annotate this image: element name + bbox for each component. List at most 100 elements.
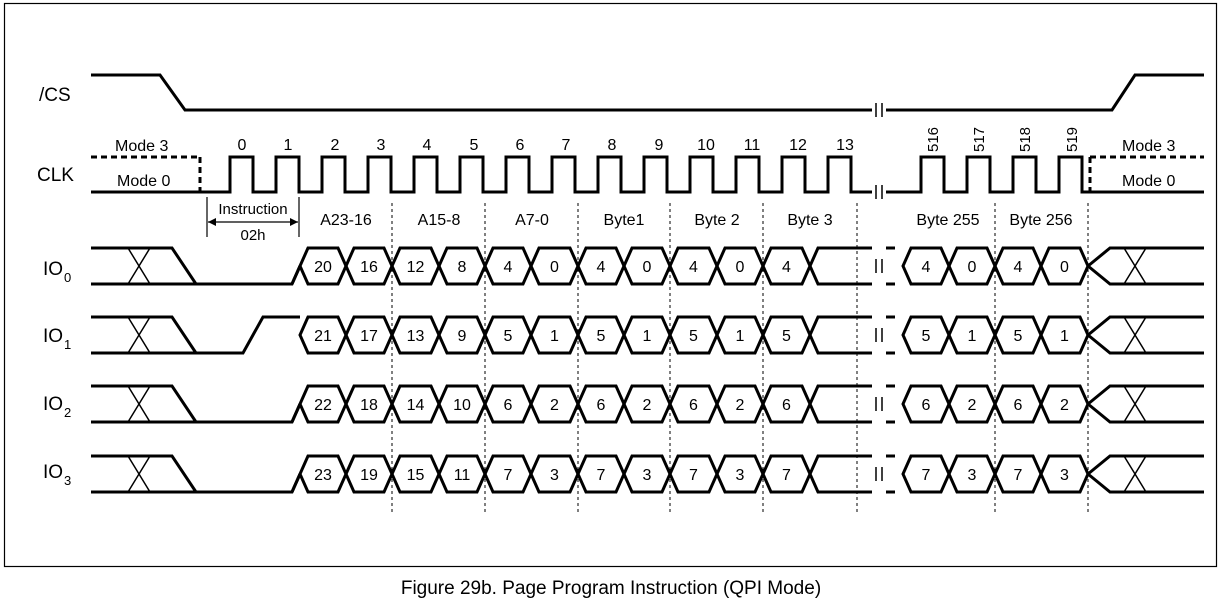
field-label: Byte 255 xyxy=(916,212,979,229)
bus-value: 4 xyxy=(782,259,791,276)
mode3-right: Mode 3 xyxy=(1122,138,1175,155)
bus-value: 7 xyxy=(689,467,698,484)
clock-number-517: 517 xyxy=(971,127,988,152)
bus-value: 6 xyxy=(689,397,698,414)
bus-value: 22 xyxy=(314,397,332,414)
bus-value: 9 xyxy=(458,328,467,345)
bus-value: 7 xyxy=(922,467,931,484)
bus-value: 4 xyxy=(504,259,513,276)
bus-value: 7 xyxy=(782,467,791,484)
field-label: Byte 2 xyxy=(694,212,739,229)
bus-value: 23 xyxy=(314,467,332,484)
svg-text:IO: IO xyxy=(43,259,63,280)
clock-number-9: 9 xyxy=(655,137,664,154)
bus-value: 6 xyxy=(782,397,791,414)
bus-value: 0 xyxy=(643,259,652,276)
bus-value: 2 xyxy=(968,397,977,414)
svg-text:1: 1 xyxy=(64,337,71,352)
bus-value: 4 xyxy=(597,259,606,276)
bus-value: 3 xyxy=(736,467,745,484)
clock-number-13: 13 xyxy=(836,137,854,154)
clock-number-1: 1 xyxy=(284,137,293,154)
io2-label: IO 2 xyxy=(43,394,71,420)
mode0-left: Mode 0 xyxy=(117,173,170,190)
field-label: A23-16 xyxy=(320,212,372,229)
clock-number-3: 3 xyxy=(377,137,386,154)
svg-text:0: 0 xyxy=(64,270,71,285)
bus-value: 5 xyxy=(922,328,931,345)
bus-value: 0 xyxy=(550,259,559,276)
bus-value: 5 xyxy=(504,328,513,345)
cs-waveform xyxy=(91,73,1204,112)
mode0-right: Mode 0 xyxy=(1122,173,1175,190)
bus-value: 1 xyxy=(736,328,745,345)
clock-number-8: 8 xyxy=(608,137,617,154)
bus-value: 8 xyxy=(458,259,467,276)
clock-number-516: 516 xyxy=(925,127,942,152)
svg-text:2: 2 xyxy=(64,405,71,420)
bus-value: 5 xyxy=(782,328,791,345)
bus-value: 17 xyxy=(360,328,378,345)
clock-number-12: 12 xyxy=(789,137,807,154)
bus-value: 16 xyxy=(360,259,378,276)
bus-value: 0 xyxy=(736,259,745,276)
bus-value: 5 xyxy=(597,328,606,345)
bus-value: 7 xyxy=(1014,467,1023,484)
bus-value: 2 xyxy=(736,397,745,414)
bus-value: 6 xyxy=(504,397,513,414)
bus-value: 20 xyxy=(314,259,332,276)
diagram-frame xyxy=(3,2,1218,568)
io3-label: IO 3 xyxy=(43,462,71,488)
clock-number-6: 6 xyxy=(516,137,525,154)
clock-number-0: 0 xyxy=(238,137,247,154)
clk-waveform xyxy=(200,155,1090,194)
bus-value: 15 xyxy=(407,467,425,484)
field-label: A15-8 xyxy=(418,212,461,229)
field-label: Byte1 xyxy=(604,212,645,229)
bus-value: 4 xyxy=(689,259,698,276)
bus-value: 7 xyxy=(504,467,513,484)
bus-value: 2 xyxy=(1060,397,1069,414)
clk-mode-left: Mode 3 Mode 0 xyxy=(91,138,202,194)
bus-value: 7 xyxy=(597,467,606,484)
cs-label: /CS xyxy=(39,85,71,106)
clk-label: CLK xyxy=(37,165,74,186)
field-label: Byte 3 xyxy=(787,212,832,229)
field-label: A7-0 xyxy=(515,212,549,229)
io0-label: IO 0 xyxy=(43,259,71,285)
bus-value: 3 xyxy=(968,467,977,484)
bus-value: 10 xyxy=(453,397,471,414)
bus-value: 1 xyxy=(1060,328,1069,345)
bus-value: 14 xyxy=(407,397,425,414)
bus-value: 5 xyxy=(1014,328,1023,345)
svg-text:3: 3 xyxy=(64,473,71,488)
mode3-left: Mode 3 xyxy=(115,138,168,155)
bus-value: 21 xyxy=(314,328,332,345)
field-label: Byte 256 xyxy=(1009,212,1072,229)
clock-number-518: 518 xyxy=(1017,127,1034,152)
bus-value: 3 xyxy=(1060,467,1069,484)
clock-number-2: 2 xyxy=(331,137,340,154)
clk-break xyxy=(875,185,883,199)
instruction-label: Instruction xyxy=(218,201,287,218)
bus-value: 12 xyxy=(407,259,425,276)
bus-value: 6 xyxy=(922,397,931,414)
io1-label: IO 1 xyxy=(43,326,71,352)
bus-value: 1 xyxy=(643,328,652,345)
field-labels: A23-16 A15-8 A7-0 Byte1 Byte 2 Byte 3 Byte 255… xyxy=(320,212,1072,229)
clock-number-11: 11 xyxy=(744,137,761,154)
bus-value: 0 xyxy=(968,259,977,276)
bus-value: 18 xyxy=(360,397,378,414)
bus-value: 3 xyxy=(550,467,559,484)
bus-value: 3 xyxy=(643,467,652,484)
bus-value: 4 xyxy=(1014,259,1023,276)
bus-value: 4 xyxy=(922,259,931,276)
bus-value: 1 xyxy=(550,328,559,345)
bus-value: 5 xyxy=(689,328,698,345)
